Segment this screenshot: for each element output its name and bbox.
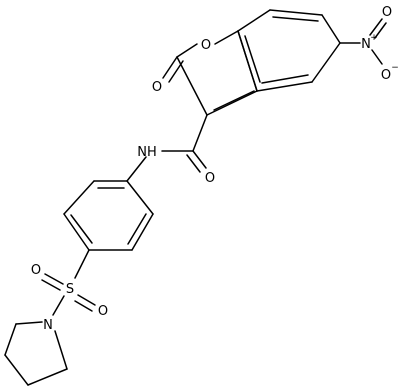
sulfonyl-oxygen-right-label: O: [98, 304, 108, 319]
pyrrolidine-nitrogen-label: N: [43, 318, 53, 333]
bond-ph-5-inner: [127, 213, 147, 245]
bond-s-n: [52, 295, 65, 316]
bond-c8a-c4a-inner: [244, 35, 261, 83]
nitro-group: [339, 18, 387, 65]
bond-c3-camide: [192, 114, 208, 152]
nitro-oxygen-lower-label: O: [381, 68, 391, 83]
bond-n-o-upper-double: [374, 22, 387, 39]
nitro-nitrogen-label: N: [361, 37, 371, 52]
sulfonyl-group: [41, 249, 96, 316]
bond-c2-o: [162, 56, 178, 79]
phenylene-ring: [63, 180, 154, 251]
bond-s-o-left-double: [41, 279, 61, 291]
bond-camide-o-double: [186, 154, 201, 173]
lactone-carbonyl: [162, 56, 184, 83]
bond-pyr-1: [54, 330, 68, 370]
bond-s-o-right: [77, 294, 96, 306]
bond-c3-c4: [206, 90, 258, 116]
bond-pyr-3: [4, 354, 29, 386]
amide-oxygen-label: O: [205, 171, 215, 186]
bond-ph-2: [63, 180, 95, 215]
sulfonyl-oxygen-left-label: O: [31, 263, 41, 278]
bond-c7-c6: [321, 14, 341, 44]
bond-pyr-2: [27, 368, 68, 386]
bond-c5-c4a-inner: [261, 74, 309, 84]
bond-camide-o: [192, 150, 207, 169]
bond-c8-c7: [269, 9, 323, 16]
bond-ph-3-inner: [70, 214, 93, 244]
bond-pyr-4: [4, 323, 17, 356]
ring-oxygen-label: O: [201, 38, 211, 53]
bond-c8a-c8: [237, 9, 271, 32]
bond-n-o-upper: [369, 18, 383, 36]
lactone-oxygen-label: O: [152, 80, 162, 95]
nitro-oxygen-upper-label: O: [382, 5, 392, 20]
amide-group: [126, 114, 208, 182]
amide-nh-label: NH: [137, 145, 157, 160]
bond-c2-c3: [176, 56, 208, 116]
bond-c6-c5: [311, 42, 341, 83]
bond-ph-3: [63, 213, 90, 251]
atom-labels: O O N + O O − NH O S O O N: [31, 5, 399, 333]
bond-c8-c7-inner: [272, 16, 319, 22]
nitro-oxygen-charge: −: [391, 63, 399, 73]
pyrrolidine-ring: [4, 321, 68, 386]
bond-ph-s: [74, 249, 90, 279]
bond-s-o-left: [44, 273, 64, 285]
bond-n-cipso: [126, 156, 147, 182]
bond-c5-c4a: [256, 81, 313, 92]
bond-c3-c4-inner: [213, 90, 255, 111]
bond-ph-6: [126, 180, 154, 215]
bond-c2-o-double: [168, 60, 184, 83]
bond-c8a-c4a: [237, 30, 258, 92]
pyranone-ring: [176, 30, 258, 116]
bond-pyr-5: [15, 321, 43, 325]
coumarin-benzene-ring: [237, 9, 341, 92]
sulfur-label: S: [66, 282, 74, 297]
bond-n-o-lower: [371, 49, 383, 65]
bond-ph-5: [131, 213, 154, 251]
nitro-nitrogen-charge: +: [370, 33, 378, 43]
bond-o1-c8a: [214, 30, 239, 45]
bond-s-o-right-double: [74, 300, 93, 312]
bond-o1-c2: [176, 43, 198, 58]
